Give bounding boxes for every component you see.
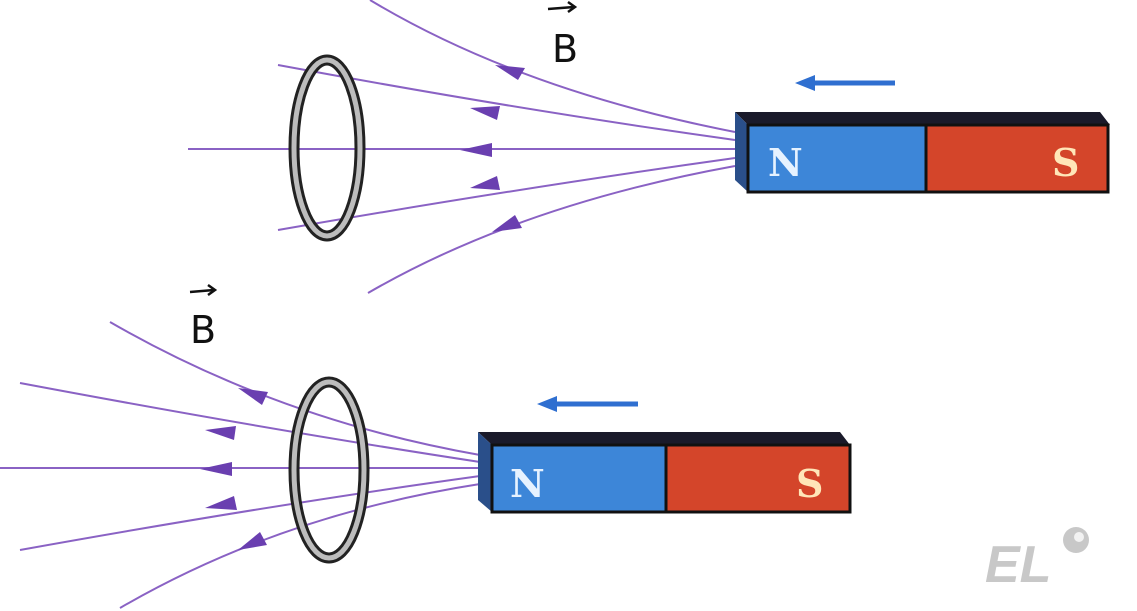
bottom-diagram: N S B bbox=[0, 283, 852, 609]
field-arrow bbox=[205, 496, 237, 510]
field-arrow bbox=[205, 426, 236, 440]
top-motion-arrow-icon bbox=[795, 75, 895, 91]
field-label: B bbox=[190, 308, 216, 352]
field-arrow bbox=[238, 532, 267, 550]
top-field-vector-label: B bbox=[547, 0, 578, 71]
bottom-field-vector-label: B bbox=[189, 283, 218, 352]
field-line bbox=[109, 321, 481, 456]
bottom-bar-magnet: N S bbox=[478, 432, 852, 514]
watermark-text: EL bbox=[985, 536, 1051, 594]
watermark-logo: EL bbox=[985, 527, 1089, 594]
field-arrow bbox=[492, 215, 522, 232]
bottom-motion-arrow-icon bbox=[537, 396, 638, 412]
field-line bbox=[19, 382, 481, 463]
field-label: B bbox=[552, 27, 578, 71]
top-diagram: N S B bbox=[188, 0, 1110, 294]
field-arrow bbox=[200, 462, 232, 476]
field-arrow bbox=[460, 143, 492, 157]
top-field-lines bbox=[188, 0, 736, 294]
north-pole-label: N bbox=[510, 461, 545, 506]
north-pole-label: N bbox=[768, 140, 803, 185]
field-arrow bbox=[238, 388, 268, 405]
field-line bbox=[367, 165, 736, 294]
south-pole-label: S bbox=[796, 461, 823, 506]
field-line bbox=[19, 475, 481, 551]
field-arrow bbox=[495, 65, 525, 80]
bottom-field-lines bbox=[0, 321, 481, 609]
field-line bbox=[369, 0, 736, 133]
top-coil-ring bbox=[288, 54, 366, 242]
south-pole-label: S bbox=[1052, 140, 1079, 185]
field-arrow bbox=[470, 106, 500, 120]
bottom-coil-ring bbox=[288, 376, 370, 564]
top-bar-magnet: N S bbox=[735, 112, 1110, 194]
field-arrow bbox=[470, 176, 500, 190]
field-line bbox=[119, 483, 481, 609]
